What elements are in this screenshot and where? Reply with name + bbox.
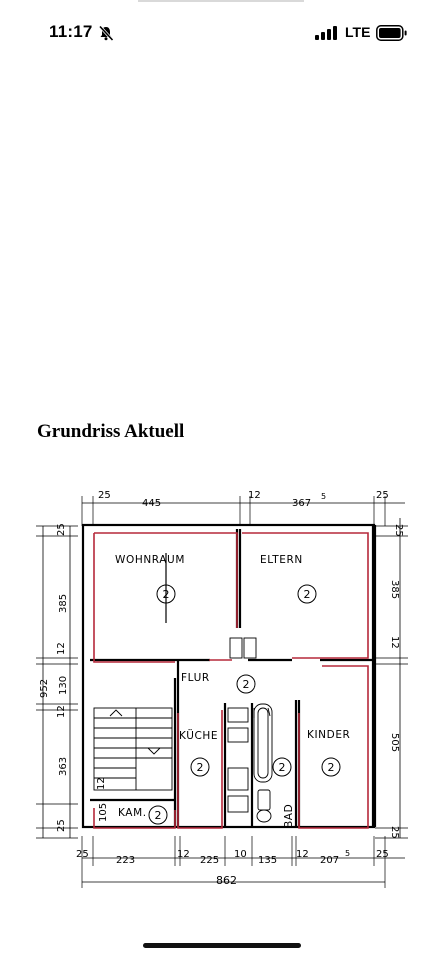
status-time: 11:17 bbox=[49, 22, 93, 41]
dim-bottom-5: 5 bbox=[345, 849, 350, 858]
dim-left-363: 363 bbox=[58, 757, 69, 776]
dim-left-12b: 12 bbox=[56, 705, 67, 718]
dim-top-25a: 25 bbox=[98, 490, 111, 501]
dim-bottom-207: 207 bbox=[320, 855, 339, 866]
network-type: LTE bbox=[345, 24, 371, 40]
dim-right-25b: 25 bbox=[389, 826, 400, 839]
room-label-eltern: ELTERN bbox=[260, 554, 303, 566]
dim-top-367: 367 bbox=[292, 498, 311, 509]
home-indicator[interactable] bbox=[143, 943, 301, 948]
room-marker: 2 bbox=[155, 809, 162, 822]
bell-slash-icon bbox=[98, 25, 114, 41]
room-marker: 2 bbox=[279, 761, 286, 774]
room-label-kueche: KÜCHE bbox=[179, 729, 218, 742]
dim-left-105: 105 bbox=[98, 803, 109, 822]
dim-bottom-12a: 12 bbox=[177, 849, 190, 860]
room-marker: 2 bbox=[304, 588, 311, 601]
dim-bottom-12b: 12 bbox=[296, 849, 309, 860]
room-marker: 2 bbox=[197, 761, 204, 774]
dim-bottom-25b: 25 bbox=[376, 849, 389, 860]
room-marker: 2 bbox=[328, 761, 335, 774]
dim-left-385: 385 bbox=[58, 594, 69, 613]
dim-left-12c: 12 bbox=[96, 777, 107, 790]
dim-right-25a: 25 bbox=[393, 524, 404, 537]
dim-right-385: 385 bbox=[389, 580, 400, 599]
dim-left-12a: 12 bbox=[56, 642, 67, 655]
cellular-signal-icon bbox=[315, 26, 337, 40]
dim-top-5: 5 bbox=[321, 492, 326, 501]
room-label-bad: BAD bbox=[283, 804, 295, 828]
dim-bottom-10: 10 bbox=[234, 849, 247, 860]
top-edge-line bbox=[138, 0, 304, 2]
dim-right-12: 12 bbox=[389, 636, 400, 649]
dim-top-445: 445 bbox=[142, 498, 161, 509]
dim-bottom-225: 225 bbox=[200, 855, 219, 866]
room-label-kinder: KINDER bbox=[307, 729, 350, 741]
dim-left-130: 130 bbox=[58, 676, 69, 695]
page-heading: Grundriss Aktuell bbox=[37, 421, 185, 442]
dim-top-25b: 25 bbox=[376, 490, 389, 501]
dim-left-25a: 25 bbox=[56, 523, 67, 536]
dim-top-12: 12 bbox=[248, 490, 261, 501]
status-bar: 11:17 LTE bbox=[0, 0, 443, 60]
dim-left-952: 952 bbox=[39, 679, 50, 698]
room-label-kam: KAM. bbox=[118, 807, 147, 819]
room-marker: 2 bbox=[163, 588, 170, 601]
dim-bottom-25a: 25 bbox=[76, 849, 89, 860]
room-label-wohnraum: WOHNRAUM bbox=[115, 554, 185, 566]
battery-icon bbox=[376, 25, 407, 41]
room-marker: 2 bbox=[243, 678, 250, 691]
room-label-flur: FLUR bbox=[181, 672, 210, 684]
dim-left-25b: 25 bbox=[56, 819, 67, 832]
dim-bottom-862: 862 bbox=[216, 874, 237, 887]
dim-bottom-223: 223 bbox=[116, 855, 135, 866]
floor-plan-image: WOHNRAUM ELTERN FLUR KÜCHE KINDER BAD KA… bbox=[36, 490, 408, 888]
dim-right-505: 505 bbox=[389, 733, 400, 752]
dim-bottom-135: 135 bbox=[258, 855, 277, 866]
